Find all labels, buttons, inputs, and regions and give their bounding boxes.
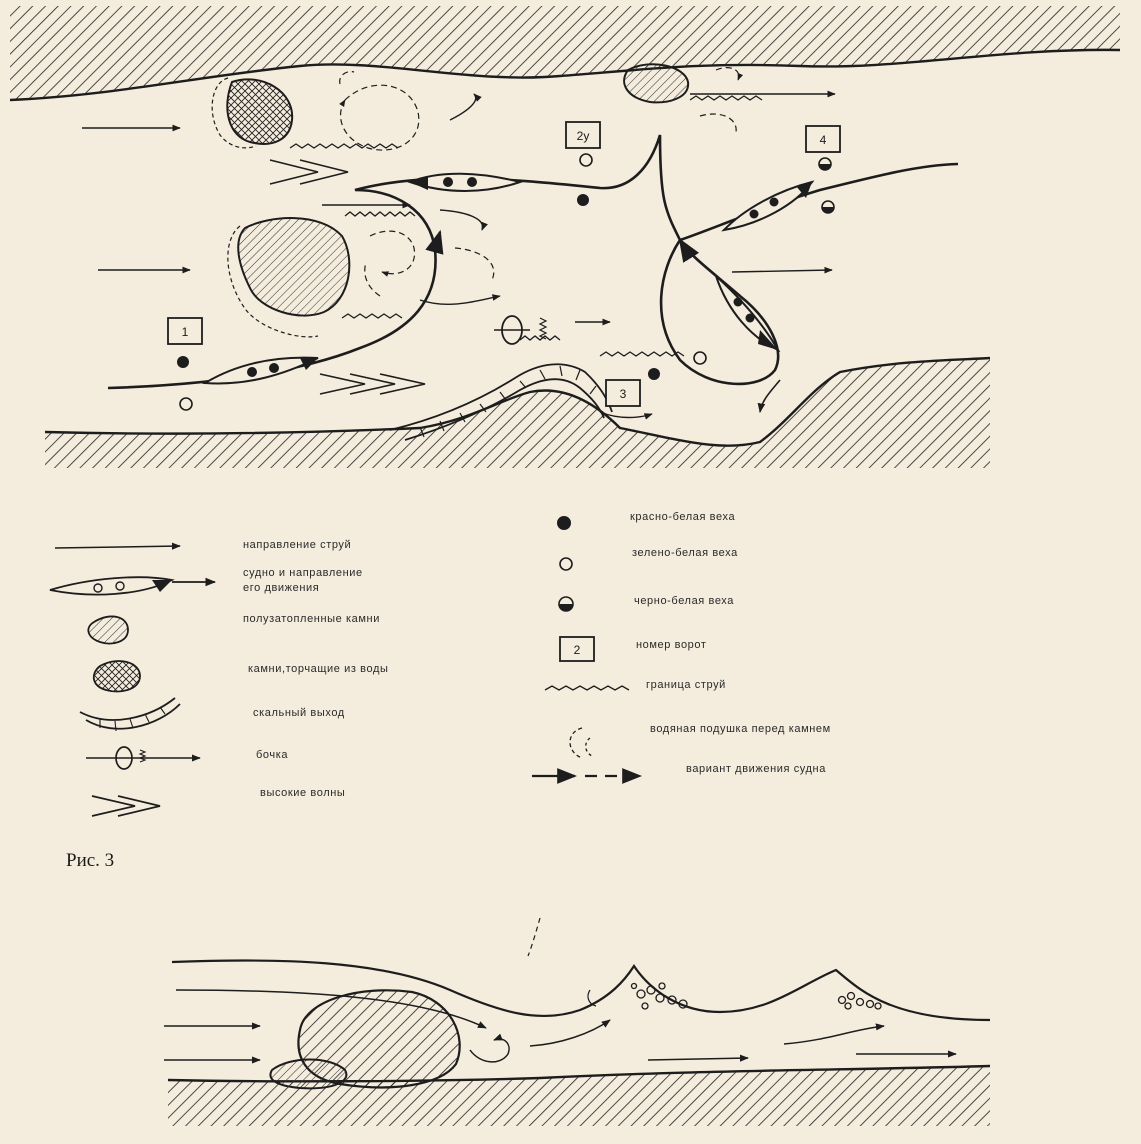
gate-number: 4	[806, 126, 840, 152]
red-white-buoy-icon	[557, 516, 571, 530]
legend-label: вариант движения судна	[686, 763, 826, 775]
boat	[205, 358, 318, 384]
legend-label: камни,торчащие из воды	[248, 663, 389, 675]
legend-label: граница струй	[646, 679, 726, 691]
stone-semi-submerged-icon	[88, 616, 128, 643]
top-bank	[10, 6, 1120, 100]
legend-left: направление струй судно и направление ег…	[50, 539, 389, 816]
top-river-map: 1 2у 3 4	[10, 6, 1120, 468]
svg-text:2у: 2у	[577, 129, 590, 143]
stream-boundary-icon	[545, 686, 629, 690]
svg-text:4: 4	[820, 133, 827, 147]
black-white-buoy-icon	[559, 597, 573, 611]
water-cushion-icon	[570, 728, 592, 758]
boat-route	[108, 135, 958, 388]
stone-above-water	[227, 79, 292, 144]
svg-text:3: 3	[620, 387, 627, 401]
boat	[716, 276, 778, 350]
green-white-buoy-icon	[560, 558, 572, 570]
boat	[724, 182, 812, 230]
stone-above-water-top	[624, 64, 688, 102]
legend-label: бочка	[256, 749, 288, 761]
barrel-icon	[86, 747, 200, 769]
gate-number: 1	[168, 318, 202, 344]
gate-number: 3	[606, 380, 640, 406]
legend-right: красно-белая веха зелено-белая веха черн…	[532, 511, 831, 776]
rock-outcrop-icon	[80, 698, 180, 731]
legend-label: скальный выход	[253, 707, 345, 719]
legend-label: судно и направление	[243, 567, 363, 579]
legend-label: высокие волны	[260, 787, 345, 799]
legend-label: номер ворот	[636, 639, 707, 651]
stone-above-water-icon	[94, 661, 140, 691]
barrel	[494, 316, 546, 344]
stone-semi-submerged	[238, 218, 349, 316]
legend-label: его движения	[243, 582, 319, 594]
legend-label: черно-белая веха	[634, 595, 734, 607]
legend-label: красно-белая веха	[630, 511, 735, 523]
boat-icon	[50, 577, 215, 594]
bottom-bank	[45, 358, 990, 468]
legend-label: полузатопленные камни	[243, 613, 380, 625]
gate-number-icon: 2	[560, 637, 594, 661]
gate-number: 2у	[566, 122, 600, 148]
arrow-icon	[55, 546, 180, 548]
boat	[410, 174, 520, 191]
legend-label: зелено-белая веха	[632, 547, 738, 559]
svg-text:1: 1	[182, 325, 189, 339]
high-waves-icon	[92, 796, 160, 816]
small-stone	[270, 1060, 346, 1089]
flow-over-stone-diagram	[164, 918, 990, 1126]
legend-label: направление струй	[243, 539, 351, 551]
legend-label: водяная подушка перед камнем	[650, 723, 831, 735]
figure-caption: Рис. 3	[66, 850, 114, 871]
svg-text:2: 2	[574, 643, 581, 657]
